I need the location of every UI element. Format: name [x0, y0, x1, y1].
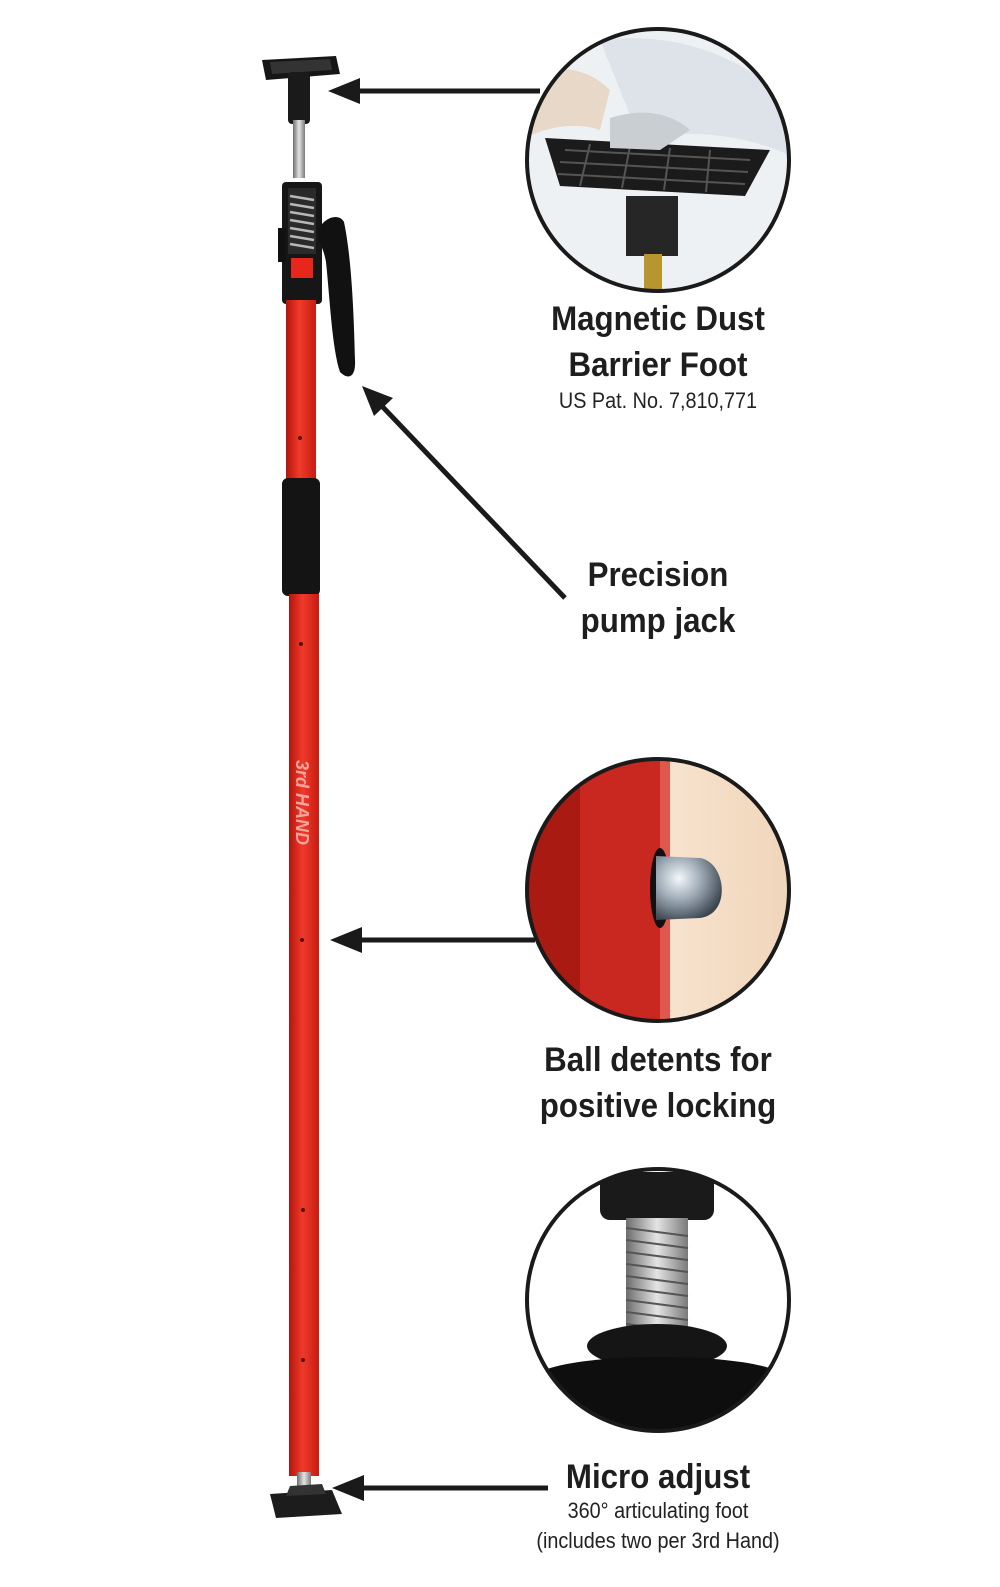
- bottom-foot: [270, 1472, 342, 1518]
- callout-title-line: Micro adjust: [565, 1458, 751, 1496]
- callout-arrows: [328, 78, 567, 1501]
- arrow-head-dust-foot: [328, 78, 360, 104]
- pole-lower-section: [289, 594, 319, 1476]
- pole-upper-section: [286, 300, 316, 480]
- detent-holes: [298, 436, 305, 1362]
- top-foot-pad: [262, 56, 340, 178]
- callout-dust-foot: Magnetic Dust Barrier Foot US Pat. No. 7…: [470, 296, 846, 416]
- callout-pump-jack: Precision pump jack: [520, 552, 796, 644]
- callout-subtitle-line: (includes two per 3rd Hand): [536, 1528, 780, 1553]
- patent-number: US Pat. No. 7,810,771: [558, 388, 758, 413]
- callout-title-line: positive locking: [539, 1087, 777, 1125]
- ball-detent-photo-icon: [525, 757, 791, 1023]
- dust-barrier-foot-photo-icon: [525, 27, 791, 293]
- callout-title-line: Magnetic Dust: [551, 300, 765, 338]
- callout-subtitle-line: 360° articulating foot: [567, 1498, 749, 1523]
- arrow-pump-jack: [376, 400, 567, 600]
- callout-ball-detents: Ball detents for positive locking: [480, 1037, 836, 1129]
- callout-title-line: Ball detents for: [544, 1041, 772, 1079]
- pump-jack-head: [278, 182, 322, 304]
- arrow-head-micro-adjust: [332, 1475, 364, 1501]
- callout-title-line: Precision: [587, 556, 729, 594]
- callout-title-line: Barrier Foot: [568, 346, 748, 384]
- callout-title-line: pump jack: [580, 602, 736, 640]
- pump-handle-icon: [318, 217, 356, 377]
- brand-mark: 3rd HAND: [292, 760, 312, 845]
- arrow-head-pump-jack: [362, 386, 393, 416]
- foam-grip: [282, 478, 320, 596]
- callout-micro-adjust: Micro adjust 360° articulating foot (inc…: [470, 1454, 846, 1556]
- threaded-foot-photo-icon: [525, 1167, 791, 1433]
- arrow-head-ball-detents: [330, 927, 362, 953]
